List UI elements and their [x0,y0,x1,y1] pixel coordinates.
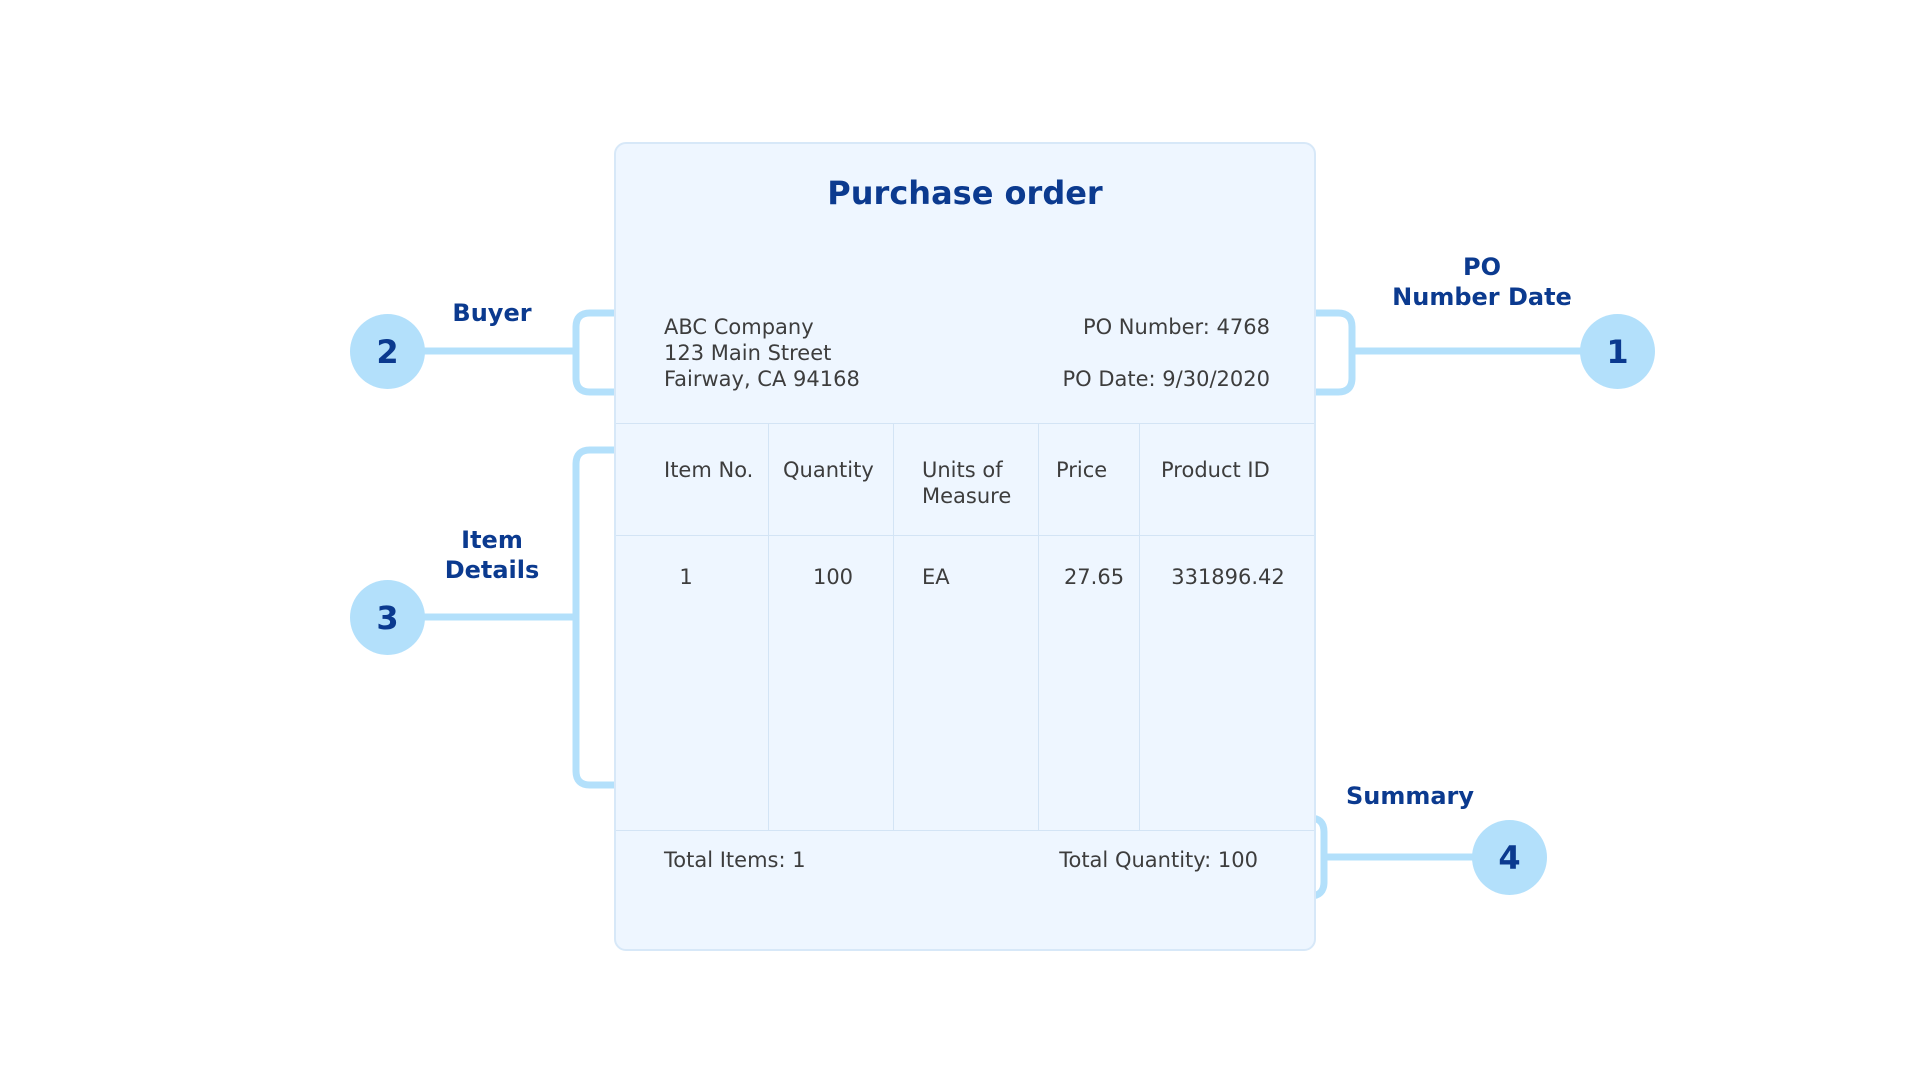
callout-badge-1: 1 [1580,314,1655,389]
table-cell-product-id: 331896.42 [1171,565,1285,589]
po-number: PO Number: 4768 [1082,315,1270,339]
purchase-order-document: Purchase order ABC Company 123 Main Stre… [614,142,1316,951]
column-divider [1038,423,1039,830]
column-divider [1139,423,1140,830]
summary-total-quantity: Total Quantity: 100 [1059,848,1258,872]
buyer-street: 123 Main Street [664,341,832,365]
table-top-rule [616,423,1314,424]
buyer-name: ABC Company [664,315,814,339]
column-header-item-no: Item No. [664,458,754,482]
column-header-product-id: Product ID [1161,458,1270,482]
table-cell-item-no: 1 [679,565,693,589]
table-cell-units: EA [922,565,950,589]
po-date: PO Date: 9/30/2020 [1062,367,1271,391]
table-bottom-rule [616,830,1314,831]
document-title: Purchase order [827,174,1103,212]
callout-label-po-number-date: PO Number Date [1392,253,1572,311]
callout-badge-4: 4 [1472,820,1547,895]
summary-total-items: Total Items: 1 [664,848,806,872]
column-header-quantity: Quantity [783,458,874,482]
callout-label-item-details: Item Details [444,526,540,584]
column-header-price: Price [1056,458,1108,482]
callout-label-summary: Summary [1345,782,1475,810]
table-header-rule [616,535,1314,536]
table-cell-quantity: 100 [812,565,854,589]
table-cell-price: 27.65 [1063,565,1125,589]
column-header-units-of-measure: Units of Measure [922,458,1012,508]
buyer-city: Fairway, CA 94168 [664,367,860,391]
column-divider [768,423,769,830]
column-divider [893,423,894,830]
callout-badge-2: 2 [350,314,425,389]
callout-label-buyer: Buyer [452,299,532,327]
callout-badge-3: 3 [350,580,425,655]
